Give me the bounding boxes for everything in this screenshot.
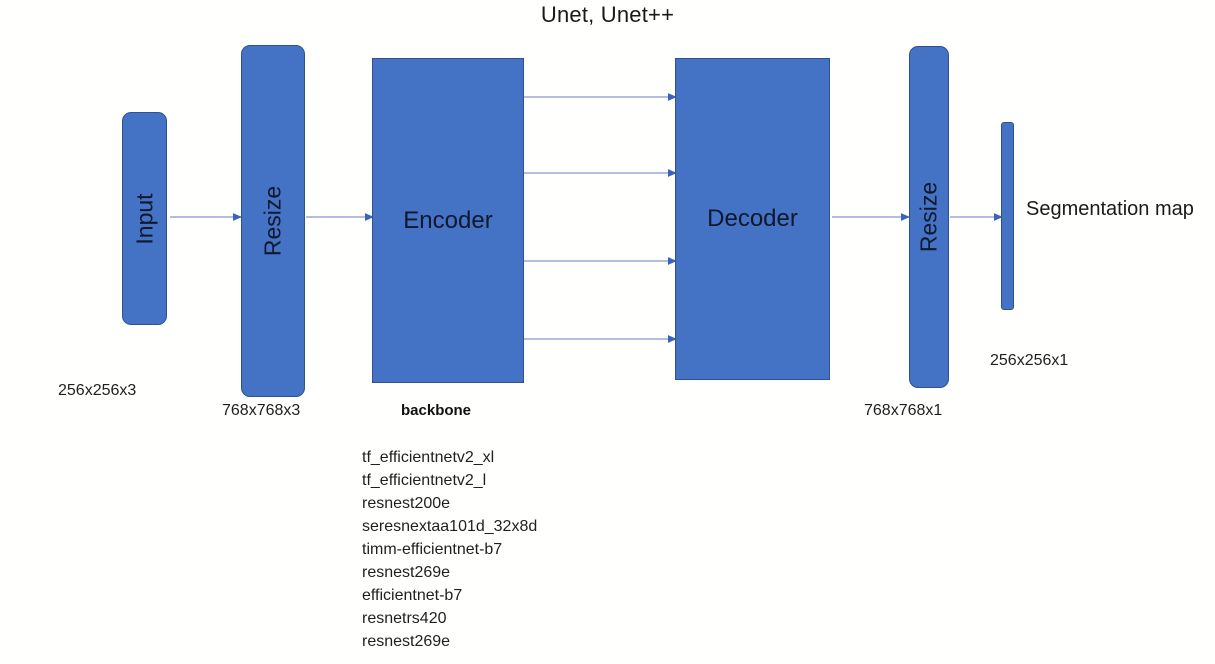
backbone-list-item: resnest200e — [362, 495, 451, 512]
resize-output-block[interactable]: Resize — [909, 46, 949, 388]
backbone-list-item: tf_efficientnetv2_xl — [362, 449, 495, 466]
resize-input-block[interactable]: Resize — [241, 45, 305, 397]
segmentation-map-dimension-caption: 256x256x1 — [990, 352, 1069, 369]
backbone-list-item: timm-efficientnet-b7 — [362, 541, 503, 558]
backbone-list: tf_efficientnetv2_xl tf_efficientnetv2_l… — [362, 446, 537, 653]
resize-output-dimension-caption: 768x768x1 — [864, 402, 943, 419]
input-dimension-caption: 256x256x3 — [58, 382, 137, 399]
backbone-heading: backbone — [401, 402, 472, 419]
segmentation-map-bar[interactable] — [1001, 122, 1014, 310]
backbone-list-item: resnest269e — [362, 564, 451, 581]
resize-input-block-label: Resize — [259, 185, 286, 257]
backbone-list-item: resnest269e — [362, 633, 451, 650]
backbone-list-item: resnetrs420 — [362, 610, 447, 627]
resize-input-dimension-caption: 768x768x3 — [222, 402, 301, 419]
encoder-block[interactable]: Encoder — [372, 58, 524, 383]
page-title: Unet, Unet++ — [540, 2, 675, 27]
backbone-list-item: efficientnet-b7 — [362, 587, 463, 604]
input-block[interactable]: Input — [122, 112, 167, 325]
segmentation-map-label: Segmentation map — [1026, 198, 1194, 220]
resize-output-block-label: Resize — [915, 181, 942, 253]
backbone-list-item: tf_efficientnetv2_l — [362, 472, 487, 489]
input-block-label: Input — [131, 192, 157, 245]
encoder-block-label: Encoder — [403, 206, 493, 234]
decoder-block-label: Decoder — [707, 205, 798, 232]
decoder-block[interactable]: Decoder — [675, 58, 830, 380]
backbone-list-item: seresnextaa101d_32x8d — [362, 518, 538, 535]
